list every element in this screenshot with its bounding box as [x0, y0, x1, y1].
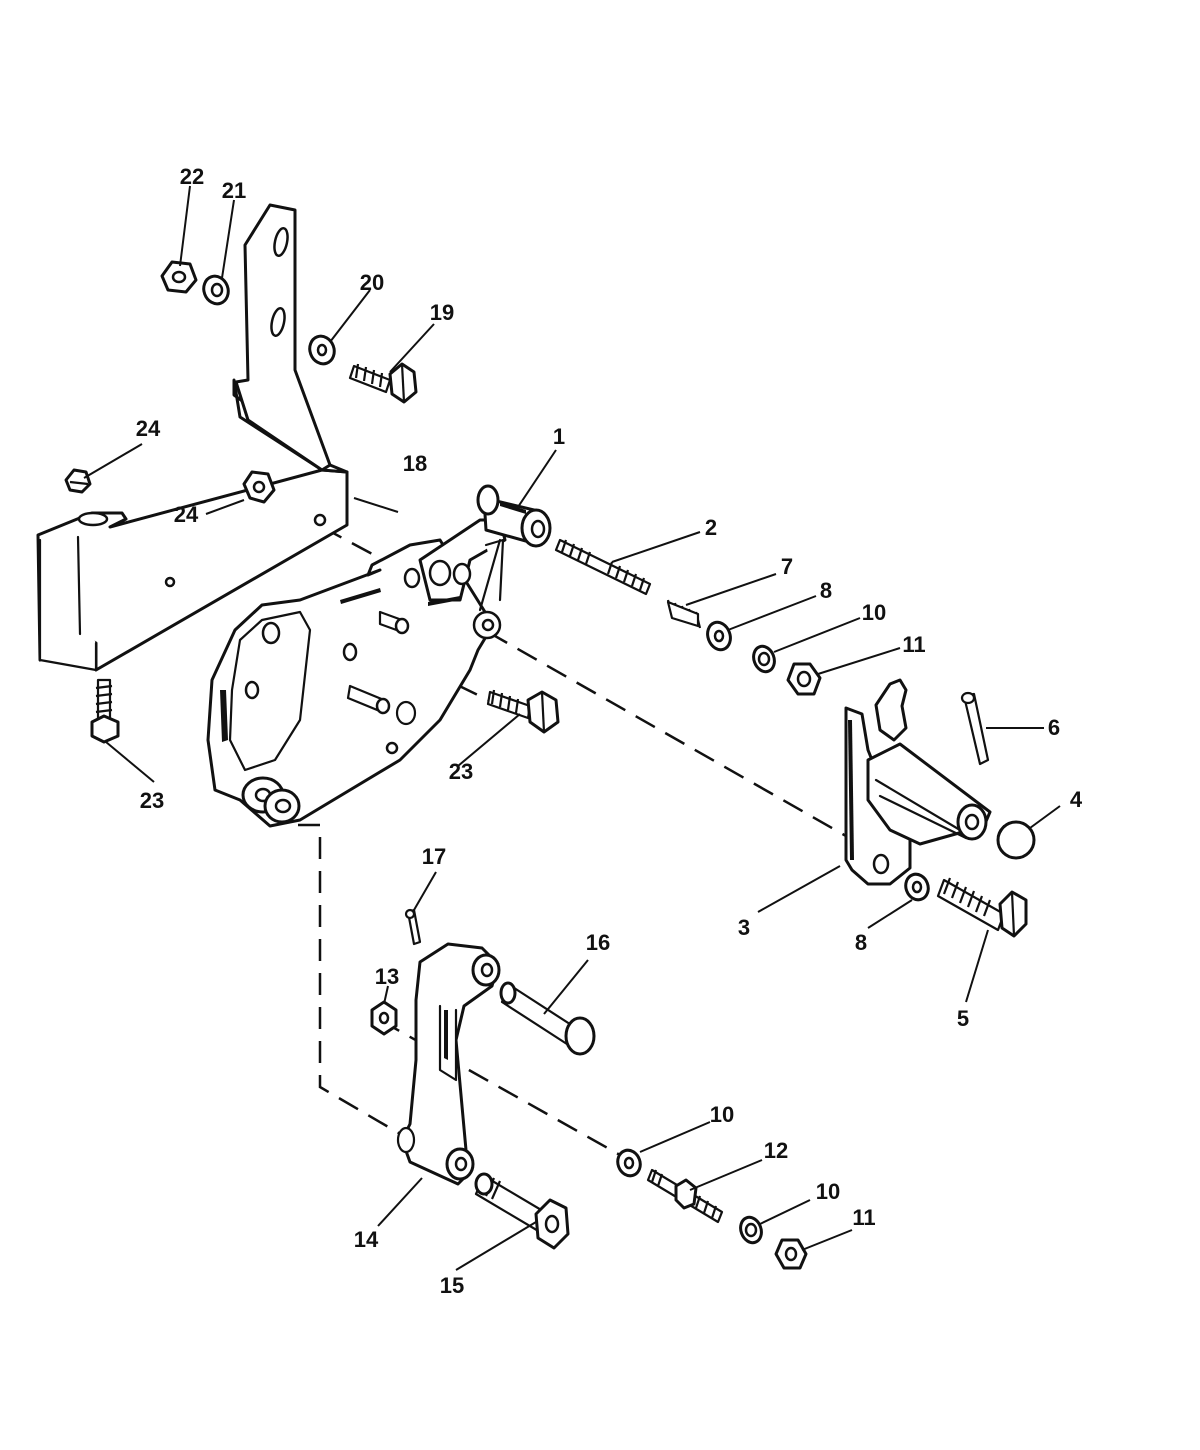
callout-23-middle: 23	[449, 759, 473, 784]
callout-10-middle: 10	[710, 1102, 734, 1127]
callout-11-lower: 11	[852, 1205, 875, 1230]
bolt-5	[936, 877, 1028, 938]
callout-14: 14	[354, 1227, 379, 1252]
callout-1: 1	[553, 424, 565, 449]
leader-lines	[83, 185, 1061, 1271]
nut-11-upper	[786, 662, 822, 696]
callout-11-upper: 11	[902, 632, 925, 657]
callout-7: 7	[781, 554, 793, 579]
callout-19: 19	[430, 300, 454, 325]
callout-16: 16	[586, 930, 610, 955]
callout-4: 4	[1070, 787, 1083, 812]
bushing-1	[476, 484, 552, 548]
callout-20: 20	[360, 270, 384, 295]
callout-23-left: 23	[140, 788, 164, 813]
mounting-bracket	[36, 203, 349, 672]
nut-24-right	[242, 470, 276, 504]
stud-12	[646, 1168, 724, 1224]
callout-17: 17	[422, 844, 446, 869]
callout-8-lower: 8	[855, 930, 867, 955]
spring-7	[666, 599, 702, 629]
washer-20	[308, 334, 336, 366]
washer-8-upper	[706, 620, 732, 652]
cam-plate-assembly	[206, 518, 507, 828]
cotter-pin-6	[960, 691, 990, 766]
callout-12: 12	[764, 1138, 788, 1163]
callout-2: 2	[705, 515, 717, 540]
callout-22: 22	[180, 164, 204, 189]
callout-21: 21	[222, 178, 246, 203]
callout-3: 3	[738, 915, 750, 940]
bolt-23-middle	[486, 689, 560, 734]
washer-10-lower	[739, 1215, 763, 1245]
cotter-pin-17	[404, 908, 422, 946]
washer-8-lower	[904, 872, 930, 902]
callout-18: 18	[403, 451, 427, 476]
clevis-pin-16	[499, 981, 596, 1056]
washer-10-upper	[752, 644, 776, 674]
bolt-19	[348, 362, 418, 404]
stud-2	[554, 538, 652, 596]
cap-4	[996, 820, 1036, 860]
nut-24-left	[64, 468, 92, 494]
link-arm-14	[396, 942, 501, 1186]
nut-22	[160, 260, 198, 294]
lock-washer-21	[202, 274, 230, 306]
shoulder-bolt-15	[474, 1172, 570, 1250]
callout-labels: 1 2 3 4 5 6 7 8 8 10 10 10 11 11 12 13 1…	[136, 164, 1083, 1298]
washer-10-middle	[616, 1148, 642, 1178]
callout-6: 6	[1048, 715, 1060, 740]
callout-10-upper: 10	[862, 600, 886, 625]
cable-anchor-3	[844, 678, 992, 886]
callout-10-lower: 10	[816, 1179, 840, 1204]
callout-24-right: 24	[174, 502, 199, 527]
callout-8-upper: 8	[820, 578, 832, 603]
callout-13: 13	[375, 964, 399, 989]
callout-5: 5	[957, 1006, 969, 1031]
bolt-23-left	[90, 678, 120, 744]
callout-15: 15	[440, 1273, 464, 1298]
callout-24-left: 24	[136, 416, 161, 441]
nut-11-lower	[774, 1238, 808, 1270]
nut-13	[370, 1000, 398, 1036]
